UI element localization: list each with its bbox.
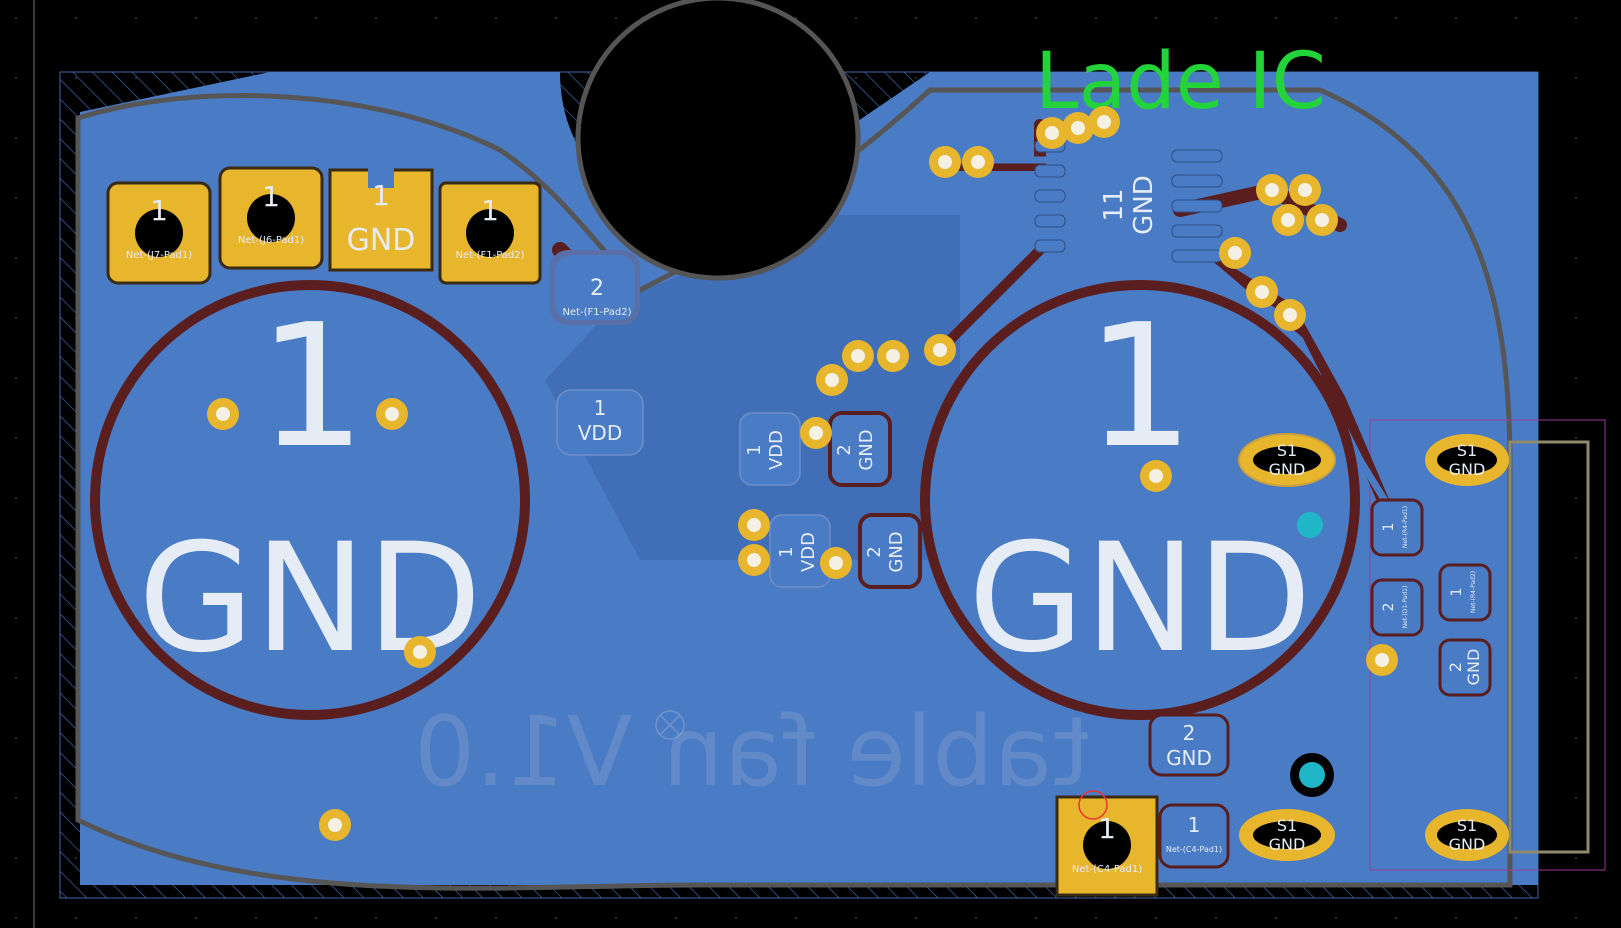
svg-text:1: 1 xyxy=(1098,812,1116,845)
crosshair-marker xyxy=(655,710,685,740)
usb-pad-s1-c[interactable]: S1 GND xyxy=(1239,809,1335,861)
f1-pad2[interactable]: 2 Net-(F1-Pad2) xyxy=(550,250,640,325)
svg-text:GND: GND xyxy=(1269,460,1306,479)
via-hole xyxy=(1298,183,1312,197)
vdd-pad-1[interactable]: 1 VDD xyxy=(556,389,644,456)
svg-text:GND: GND xyxy=(1166,746,1212,770)
usb-pad-s1-d[interactable]: S1 GND xyxy=(1425,809,1509,861)
via-hole xyxy=(1265,183,1279,197)
svg-text:GND: GND xyxy=(1449,460,1486,479)
c4-pad-square[interactable]: 1 Net-(C4-Pad1) xyxy=(1055,790,1159,897)
via-hole xyxy=(1315,213,1329,227)
via-hole xyxy=(1149,469,1163,483)
svg-text:1: 1 xyxy=(262,180,280,213)
gnd-pad-b[interactable]: 2GND xyxy=(858,513,922,589)
svg-text:Net-(J6-Pad1): Net-(J6-Pad1) xyxy=(238,235,304,246)
svg-text:1: 1 xyxy=(258,288,366,486)
svg-text:1: 1 xyxy=(481,194,499,227)
svg-text:1: 1 xyxy=(150,194,168,227)
svg-text:2GND: 2GND xyxy=(864,531,907,572)
via-hole xyxy=(216,407,230,421)
svg-text:1: 1 xyxy=(372,179,390,212)
big-pad-right[interactable]: 1 GND xyxy=(920,280,1360,720)
svg-text:2: 2 xyxy=(590,276,604,301)
mounting-hole xyxy=(575,0,861,281)
via-hole xyxy=(1228,246,1242,260)
svg-text:S1: S1 xyxy=(1277,441,1297,460)
via-hole xyxy=(1071,121,1085,135)
via-hole xyxy=(1255,285,1269,299)
silk-title: Lade IC xyxy=(1035,37,1326,127)
vdd-pad-2[interactable]: 1VDD xyxy=(739,412,801,486)
mirrored-version-text: table fan V1.0 xyxy=(414,696,1090,808)
svg-text:GND: GND xyxy=(347,223,416,258)
via-hole xyxy=(938,155,952,169)
svg-text:1: 1 xyxy=(1188,813,1201,837)
big-pad-left[interactable]: 1 GND xyxy=(90,280,530,720)
vias xyxy=(207,106,1398,841)
via-hole xyxy=(1375,653,1389,667)
header-pad-f1[interactable]: 1 Net-(F1-Pad2) xyxy=(438,181,542,285)
svg-text:S1: S1 xyxy=(1457,441,1477,460)
svg-text:Net-(J7-Pad1): Net-(J7-Pad1) xyxy=(126,250,192,261)
cursor-marker xyxy=(1297,512,1323,538)
via-hole xyxy=(933,343,947,357)
via-hole xyxy=(1281,213,1295,227)
svg-text:Net-(C4-Pad1): Net-(C4-Pad1) xyxy=(1072,864,1142,875)
svg-text:1VDD: 1VDD xyxy=(744,430,787,470)
charge-ic-footprint[interactable]: 11GND xyxy=(1034,139,1223,270)
gnd-pad-d[interactable]: 2 GND xyxy=(1148,713,1230,777)
usb-connector-outline xyxy=(1508,440,1590,854)
svg-text:Net-(F1-Pad2): Net-(F1-Pad2) xyxy=(562,307,631,318)
header-pad-j7[interactable]: 1 Net-(J7-Pad1) xyxy=(106,181,212,285)
svg-text:1: 1 xyxy=(594,396,607,420)
usb-pad-s1-a[interactable]: S1 GND xyxy=(1238,433,1336,487)
gnd-pad-c[interactable]: 2GND xyxy=(1438,638,1492,697)
vdd-pad-3[interactable]: 1VDD xyxy=(769,514,831,588)
svg-text:S1: S1 xyxy=(1457,816,1477,835)
svg-text:2: 2 xyxy=(1183,721,1196,745)
gnd-pad-a[interactable]: 2GND xyxy=(828,411,892,487)
svg-text:S1: S1 xyxy=(1277,816,1297,835)
svg-text:GND: GND xyxy=(1449,835,1486,854)
via-hole xyxy=(1045,126,1059,140)
via-hole xyxy=(385,407,399,421)
via-hole xyxy=(328,818,342,832)
svg-text:1VDD: 1VDD xyxy=(776,532,819,572)
board-outline xyxy=(75,87,1513,891)
via-hole xyxy=(747,518,761,532)
svg-text:Net-(C4-Pad1): Net-(C4-Pad1) xyxy=(1166,845,1222,854)
via-hole xyxy=(1283,308,1297,322)
via-hole xyxy=(851,349,865,363)
svg-text:Net-(F1-Pad2): Net-(F1-Pad2) xyxy=(455,250,524,261)
header-pad-j6[interactable]: 1 Net-(J6-Pad1) xyxy=(218,166,324,270)
via-hole xyxy=(829,556,843,570)
header-pad-gnd[interactable]: 1 GND xyxy=(328,168,434,272)
via-hole xyxy=(886,349,900,363)
via-hole xyxy=(1097,115,1111,129)
svg-text:11GND: 11GND xyxy=(1099,175,1159,235)
fiducial-marker-inner xyxy=(1299,762,1325,788)
usb-pad-s1-b[interactable]: S1 GND xyxy=(1425,434,1509,486)
via-hole xyxy=(825,373,839,387)
svg-text:1: 1 xyxy=(1086,288,1194,486)
usb-courtyard xyxy=(1369,419,1606,871)
via-hole xyxy=(747,553,761,567)
via-hole xyxy=(413,645,427,659)
via-hole xyxy=(809,426,823,440)
c4-pad-smd[interactable]: 1 Net-(C4-Pad1) xyxy=(1158,803,1230,869)
svg-text:2GND: 2GND xyxy=(1446,649,1483,686)
svg-text:VDD: VDD xyxy=(578,421,622,445)
svg-text:GND: GND xyxy=(968,512,1312,686)
via-hole xyxy=(971,155,985,169)
svg-text:GND: GND xyxy=(1269,835,1306,854)
svg-text:2GND: 2GND xyxy=(834,429,877,470)
